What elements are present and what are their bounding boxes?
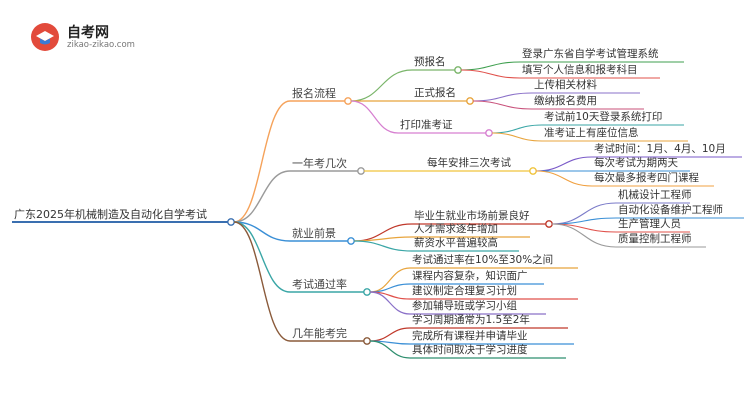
branch-label-3[interactable]: 考试通过率 (292, 278, 347, 291)
leaf-label-0-1-0[interactable]: 上传相关材料 (534, 79, 597, 91)
branch-label-4[interactable]: 几年能考完 (292, 327, 347, 340)
branch-connector-2 (233, 221, 291, 242)
leaf-label-0-0-0[interactable]: 登录广东省自学考试管理系统 (522, 48, 659, 60)
child-label-2-2[interactable]: 薪资水平普遍较高 (414, 237, 498, 249)
graduation-cap-logo-icon (31, 23, 59, 51)
child-connector-2-1 (353, 236, 413, 242)
branch-connector-0 (233, 100, 291, 223)
leaf-label-2-0-3[interactable]: 质量控制工程师 (618, 233, 692, 245)
child-dot-0-2[interactable] (485, 129, 493, 137)
child-dot-0-0[interactable] (454, 66, 462, 74)
leaf-connector-0-0-1 (460, 69, 521, 79)
branch-label-0[interactable]: 报名流程 (292, 87, 336, 100)
child-connector-3-3 (369, 291, 411, 315)
child-connector-4-2 (369, 340, 411, 359)
leaf-label-1-0-2[interactable]: 每次最多报考四门课程 (594, 172, 699, 184)
child-label-4-1[interactable]: 完成所有课程并申请毕业 (412, 330, 528, 342)
leaf-label-0-0-1[interactable]: 填写个人信息和报考科目 (522, 64, 638, 76)
child-connector-0-2 (350, 100, 399, 134)
child-label-4-0[interactable]: 学习周期通常为1.5至2年 (412, 314, 530, 326)
leaf-label-2-0-1[interactable]: 自动化设备维护工程师 (618, 204, 723, 216)
leaf-label-1-0-1[interactable]: 每次考试为期两天 (594, 157, 678, 169)
child-dot-1-0[interactable] (529, 167, 537, 175)
child-label-0-0[interactable]: 预报名 (414, 56, 446, 68)
leaf-label-0-2-0[interactable]: 考试前10天登录系统打印 (544, 111, 663, 123)
leaf-connector-0-2-1 (491, 132, 543, 142)
child-label-3-2[interactable]: 建议制定合理复习计划 (412, 285, 517, 297)
child-label-2-0[interactable]: 毕业生就业市场前景良好 (414, 210, 530, 222)
branch-dot-0[interactable] (344, 97, 352, 105)
leaf-label-2-0-0[interactable]: 机械设计工程师 (618, 189, 692, 201)
child-connector-2-2 (353, 240, 413, 252)
branch-dot-2[interactable] (347, 237, 355, 245)
child-label-0-2[interactable]: 打印准考证 (400, 119, 453, 131)
child-label-2-1[interactable]: 人才需求逐年增加 (414, 223, 498, 235)
child-label-4-2[interactable]: 具体时间取决于学习进度 (412, 344, 528, 356)
leaf-label-1-0-0[interactable]: 考试时间：1月、4月、10月 (594, 143, 726, 155)
child-connector-4-0 (369, 327, 411, 342)
leaf-label-2-0-2[interactable]: 生产管理人员 (618, 218, 681, 230)
branch-dot-3[interactable] (363, 288, 371, 296)
leaf-connector-0-2-0 (491, 124, 543, 134)
leaf-connector-2-0-3 (551, 223, 617, 248)
child-connector-0-0 (350, 69, 413, 102)
branch-label-1[interactable]: 一年考几次 (292, 157, 347, 170)
leaf-connector-1-0-2 (535, 170, 593, 187)
logo-name: 自考网 (67, 25, 109, 41)
branch-connector-4 (233, 221, 291, 342)
child-dot-2-0[interactable] (545, 220, 553, 228)
leaf-connector-0-1-1 (472, 100, 533, 110)
leaf-label-0-1-1[interactable]: 缴纳报名费用 (534, 95, 597, 107)
child-dot-0-1[interactable] (466, 97, 474, 105)
site-logo[interactable]: 自考网 zikao-zikao.com (30, 22, 170, 56)
leaf-connector-0-0-0 (460, 61, 521, 71)
branch-connector-3 (233, 221, 291, 293)
child-label-3-3[interactable]: 参加辅导班或学习小组 (412, 300, 517, 312)
leaf-connector-1-0-0 (535, 156, 593, 172)
root-node-dot[interactable] (227, 218, 235, 226)
leaf-label-0-2-1[interactable]: 准考证上有座位信息 (544, 127, 639, 139)
branch-label-2[interactable]: 就业前景 (292, 227, 336, 240)
child-label-3-0[interactable]: 考试通过率在10%至30%之间 (412, 254, 554, 266)
branch-connector-1 (233, 170, 291, 223)
logo-url: zikao-zikao.com (67, 40, 135, 50)
leaf-connector-0-1-0 (472, 92, 533, 102)
branch-dot-4[interactable] (363, 337, 371, 345)
branch-dot-1[interactable] (357, 167, 365, 175)
root-node-label[interactable]: 广东2025年机械制造及自动化自学考试 (14, 208, 207, 221)
child-label-3-1[interactable]: 课程内容复杂，知识面广 (412, 270, 528, 282)
child-label-1-0[interactable]: 每年安排三次考试 (427, 157, 511, 169)
child-label-0-1[interactable]: 正式报名 (414, 87, 456, 99)
